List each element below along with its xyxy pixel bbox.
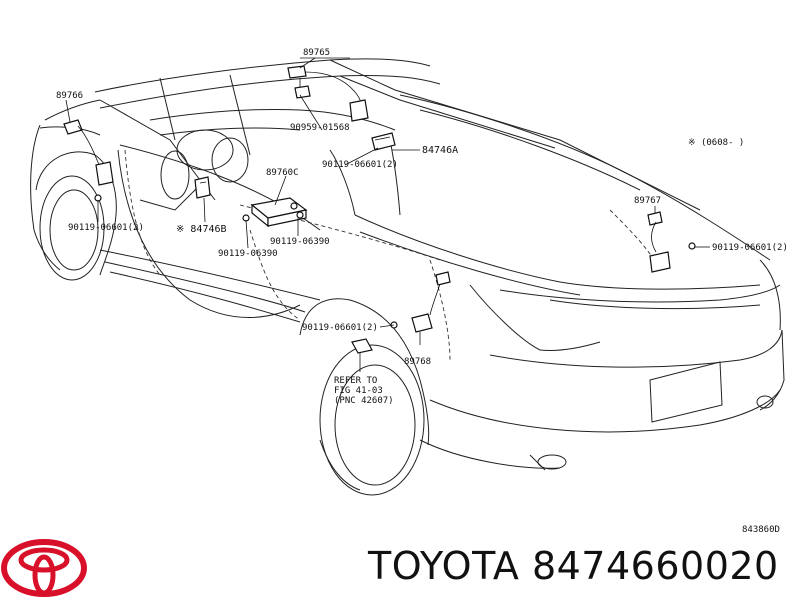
label-90959-01568: 90959-01568 xyxy=(290,123,350,133)
diagram-code: 843860D xyxy=(742,525,780,535)
label-89767: 89767 xyxy=(634,196,661,206)
label-90119-06601-a: 90119-06601(2) xyxy=(322,160,398,170)
part-89766 xyxy=(63,119,114,202)
label-84746B: ※ 84746B xyxy=(176,224,227,235)
label-90119-06601-right: 90119-06601(2) xyxy=(712,243,788,253)
part-84746A xyxy=(371,132,396,151)
label-90119-06601-left: 90119-06601(2) xyxy=(68,223,144,233)
label-89760C: 89760C xyxy=(266,168,299,178)
part-84746B xyxy=(194,176,211,199)
label-89766: 89766 xyxy=(56,91,83,101)
refer-line-1: REFER TO xyxy=(334,376,377,386)
label-84746A: 84746A xyxy=(422,145,458,156)
part-42607-ref xyxy=(351,338,373,354)
part-89767 xyxy=(647,211,696,273)
label-90119-06601-center: 90119-06601(2) xyxy=(302,323,378,333)
note-symbol-label: ※ (0608- ) xyxy=(688,138,744,148)
car-outline xyxy=(30,58,785,496)
label-90119-06390-a: 90119-06390 xyxy=(270,237,330,247)
part-89765 xyxy=(287,65,369,122)
label-89768: 89768 xyxy=(404,357,431,367)
brand-name: TOYOTA xyxy=(368,544,520,588)
label-90119-06390-b: 90119-06390 xyxy=(218,249,278,259)
brand-line: TOYOTA 8474660020 xyxy=(368,544,798,594)
refer-line-2: FIG 41-03 xyxy=(334,386,383,396)
leader-lines xyxy=(65,57,710,372)
toyota-logo-icon xyxy=(1,539,87,597)
part-number: 8474660020 xyxy=(531,544,779,588)
part-labels: 89765 89766 90959-01568 84746A 90119-066… xyxy=(56,48,788,535)
label-89765: 89765 xyxy=(303,48,330,58)
part-89760C xyxy=(242,197,308,228)
part-89768 xyxy=(390,271,451,333)
refer-line-3: (PNC 42607) xyxy=(334,396,394,406)
parts xyxy=(63,65,696,354)
